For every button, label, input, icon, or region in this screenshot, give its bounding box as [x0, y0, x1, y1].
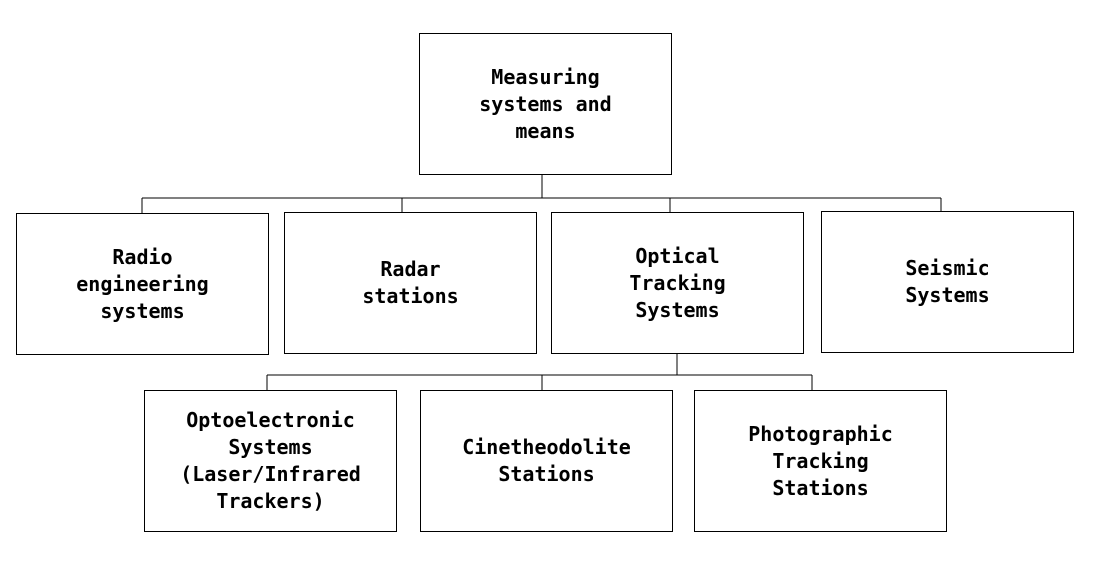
- node-cinetheodolite-stations: Cinetheodolite Stations: [420, 390, 673, 532]
- root-node-label: Measuring systems and means: [479, 64, 612, 143]
- node-label: Radar stations: [362, 257, 459, 308]
- node-label: Optical Tracking Systems: [629, 243, 726, 322]
- node-label: Photographic Tracking Stations: [748, 421, 893, 500]
- node-label: Cinetheodolite Stations: [462, 435, 631, 486]
- node-optical-tracking-systems: Optical Tracking Systems: [551, 212, 804, 354]
- node-radio-engineering-systems: Radio engineering systems: [16, 213, 269, 355]
- node-seismic-systems: Seismic Systems: [821, 211, 1074, 353]
- node-optoelectronic-systems: Optoelectronic Systems (Laser/Infrared T…: [144, 390, 397, 532]
- root-node-measuring-systems: Measuring systems and means: [419, 33, 672, 175]
- node-label: Seismic Systems: [905, 256, 990, 307]
- node-label: Radio engineering systems: [76, 244, 209, 323]
- node-photographic-tracking-stations: Photographic Tracking Stations: [694, 390, 947, 532]
- node-radar-stations: Radar stations: [284, 212, 537, 354]
- node-label: Optoelectronic Systems (Laser/Infrared T…: [180, 408, 361, 513]
